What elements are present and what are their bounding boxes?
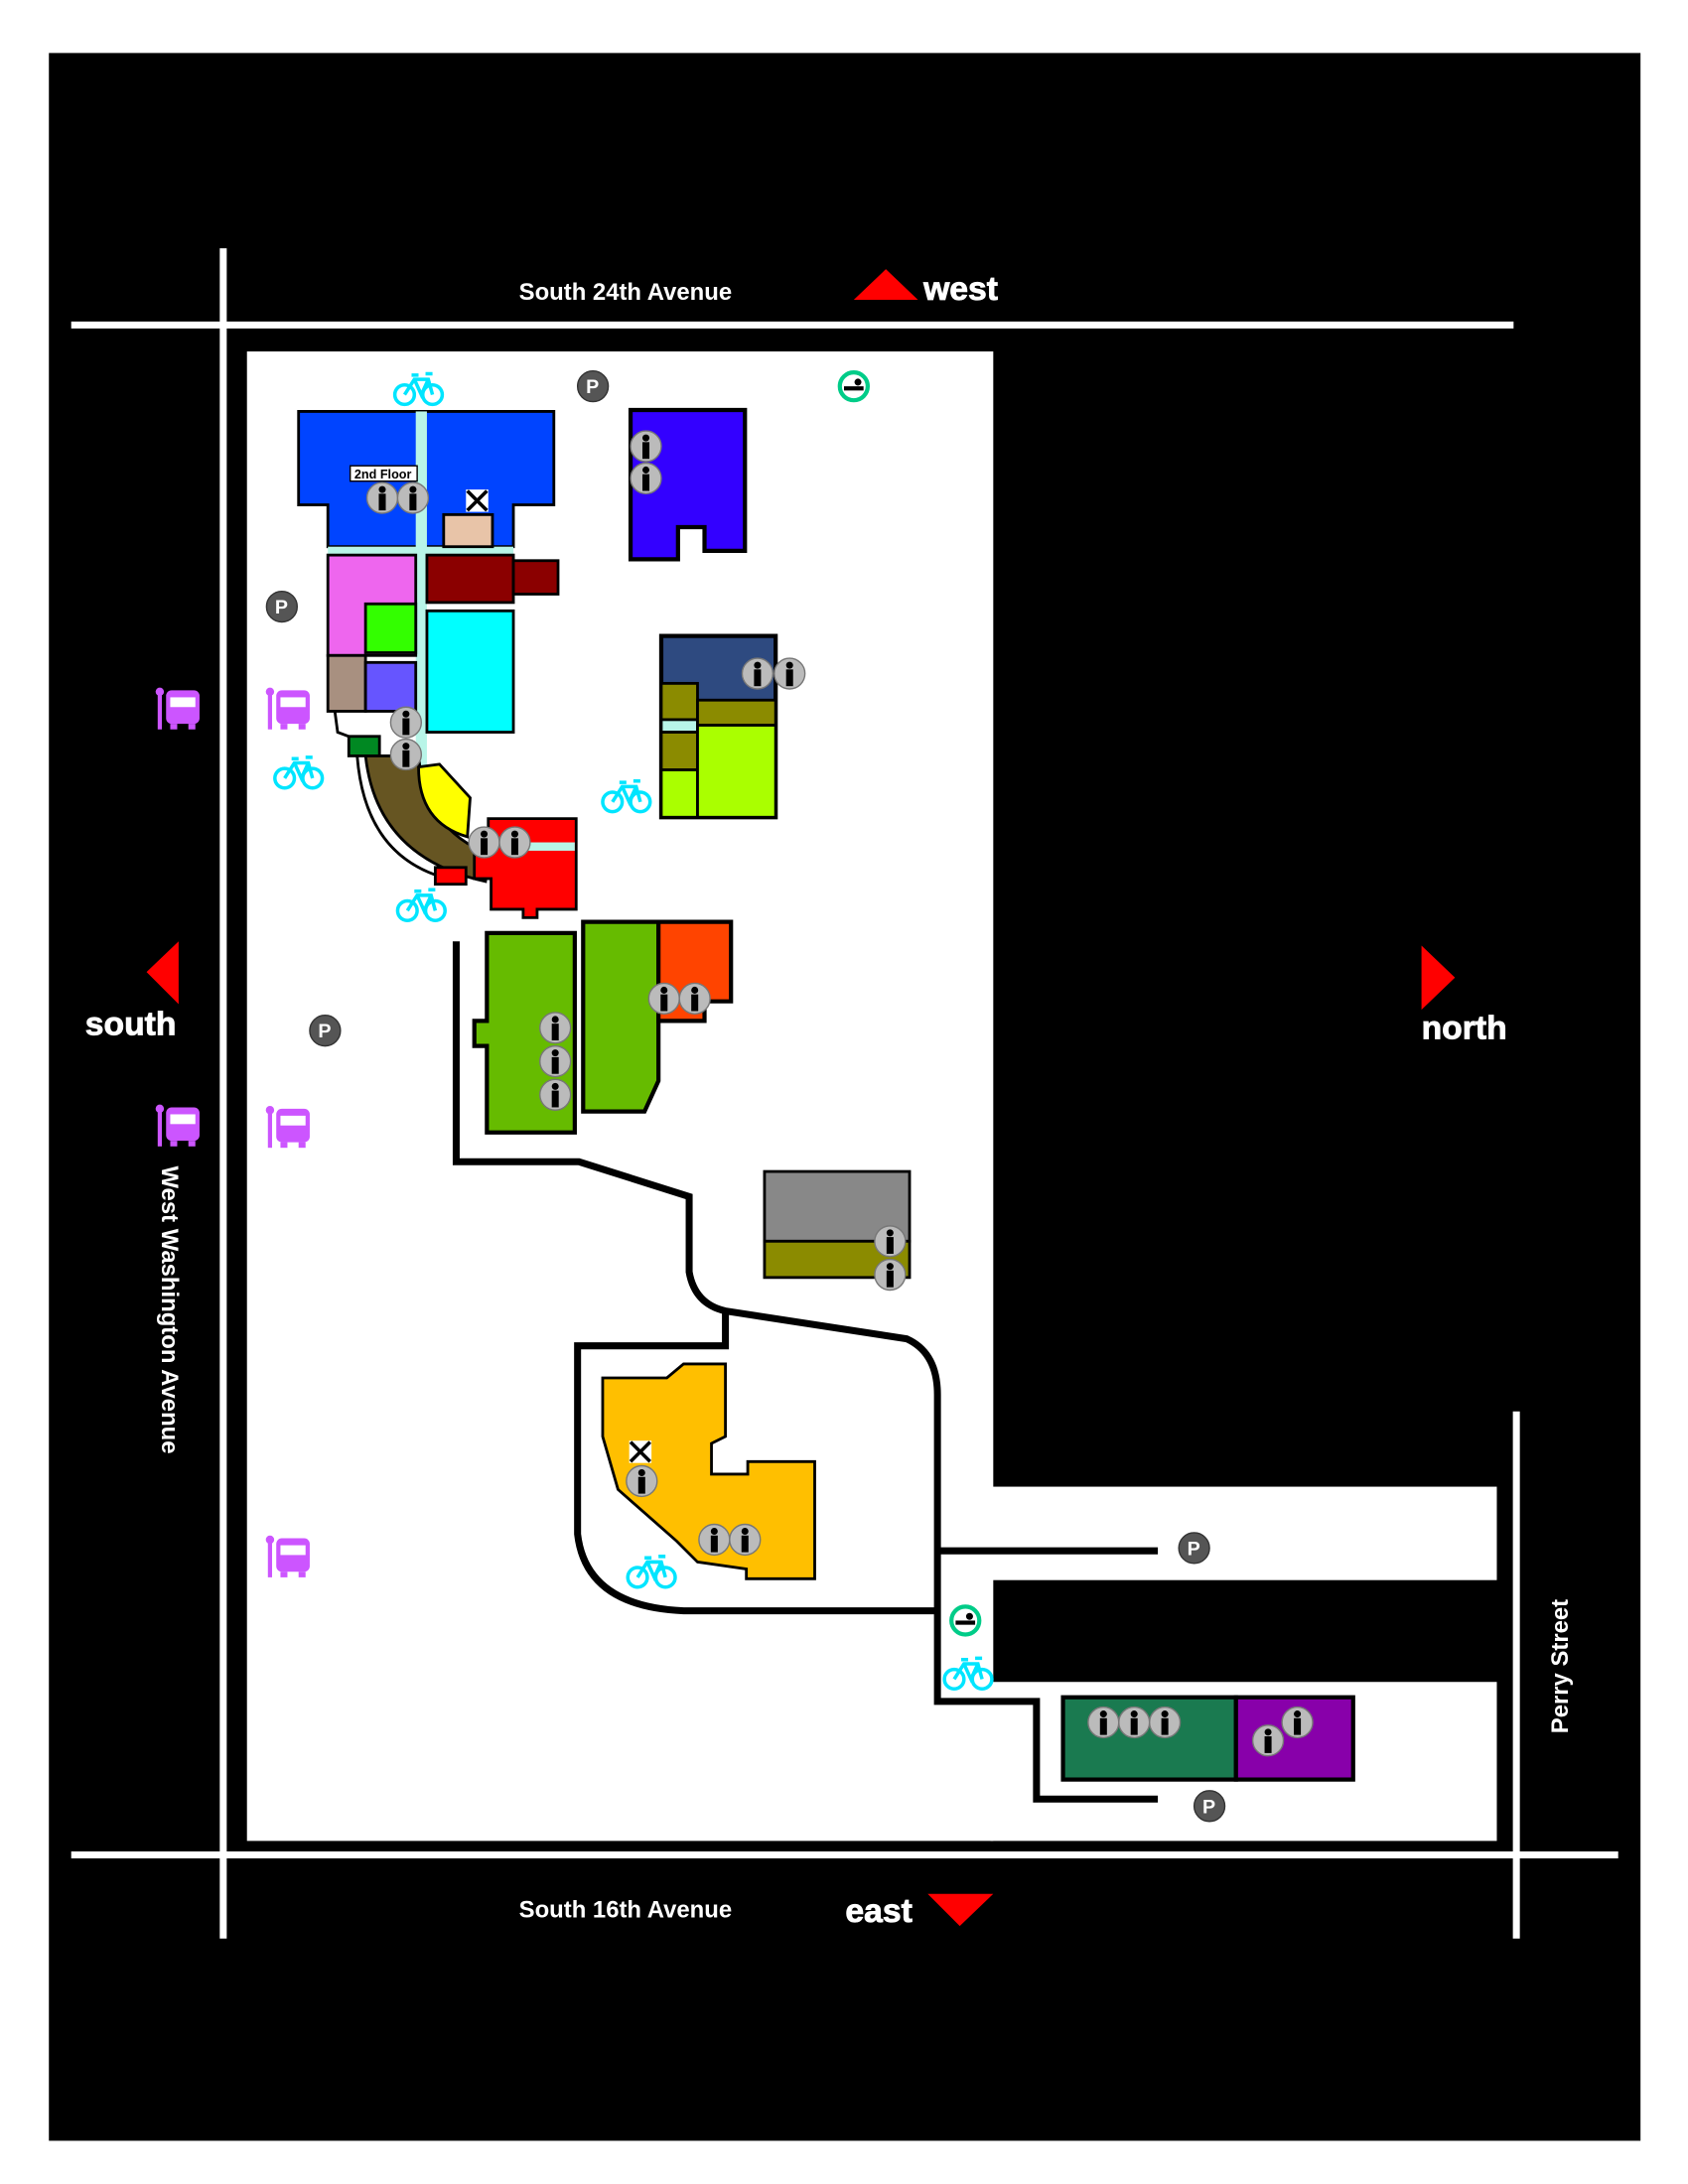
svg-text:P: P [1188, 1538, 1200, 1560]
parking-icon[interactable]: P [1193, 1790, 1226, 1823]
room-yellow [417, 762, 472, 839]
restroom-icon[interactable] [774, 657, 806, 690]
walkways [452, 941, 1159, 1803]
no-smoking-icon[interactable] [837, 369, 870, 403]
bus-stop-icon[interactable] [155, 687, 200, 730]
streets [70, 248, 1618, 1939]
parking-icon[interactable]: P [265, 590, 298, 623]
bike-rack-icon[interactable] [601, 778, 652, 814]
compass-south: south [85, 1005, 177, 1042]
second-floor-label: 2nd Floor [354, 468, 412, 481]
parking-icon[interactable]: P [309, 1015, 342, 1047]
bike-rack-icon[interactable] [395, 887, 447, 922]
bus-stop-icon[interactable] [265, 1535, 310, 1577]
svg-text:P: P [318, 1021, 331, 1042]
restroom-icon[interactable] [630, 430, 662, 463]
street-label-16th: South 16th Avenue [519, 1897, 732, 1924]
room-cyan [425, 609, 515, 734]
compass-north: north [1422, 1010, 1507, 1047]
bus-stop-icon[interactable] [155, 1104, 200, 1147]
restroom-icon[interactable] [874, 1225, 907, 1258]
street-label-washington: West Washington Avenue [156, 1165, 183, 1453]
restroom-icon[interactable] [539, 1078, 572, 1111]
bus-stop-icon[interactable] [265, 687, 310, 730]
svg-text:P: P [275, 597, 288, 618]
restroom-icon[interactable] [630, 462, 662, 495]
west-arrow-icon [853, 269, 918, 301]
room-darkgreen [347, 735, 381, 757]
restroom-icon[interactable] [396, 481, 430, 514]
parking-icon[interactable]: P [1178, 1532, 1210, 1565]
room-brown [326, 653, 367, 713]
elevator-icon[interactable] [466, 489, 489, 512]
second-floor-tag [349, 465, 418, 482]
compass-west: west [922, 270, 998, 308]
restroom-icon[interactable] [539, 1044, 572, 1078]
room-green [363, 602, 418, 654]
bike-rack-icon[interactable] [942, 1656, 994, 1692]
bike-rack-icon[interactable] [392, 371, 445, 407]
room-darkred-annex [511, 559, 560, 596]
parking-icon[interactable]: P [576, 369, 610, 403]
restroom-icon[interactable] [1251, 1724, 1285, 1757]
bike-rack-icon[interactable] [626, 1555, 677, 1589]
svg-text:P: P [1202, 1796, 1215, 1818]
no-smoking-icon[interactable] [949, 1604, 982, 1637]
restroom-icon[interactable] [389, 738, 423, 771]
restroom-icon[interactable] [539, 1012, 572, 1044]
bus-stop-icon[interactable] [265, 1106, 310, 1149]
south-arrow-icon [146, 941, 179, 1005]
restroom-icon[interactable] [874, 1258, 907, 1292]
east-arrow-icon [927, 1893, 994, 1927]
street-label-perry: Perry Street [1547, 1599, 1574, 1733]
street-label-24th: South 24th Avenue [519, 279, 732, 306]
restroom-icon[interactable] [1148, 1706, 1182, 1739]
restroom-icon[interactable] [1281, 1706, 1314, 1739]
restroom-icon[interactable] [468, 826, 500, 859]
room-periwinkle [363, 660, 418, 713]
restroom-icon[interactable] [389, 706, 423, 739]
restroom-icon[interactable] [729, 1523, 762, 1557]
restroom-icon[interactable] [1118, 1706, 1151, 1739]
room-darkred [425, 553, 515, 605]
compass-east: east [845, 1892, 912, 1930]
main-building[interactable] [297, 410, 578, 919]
restroom-icon[interactable] [741, 657, 774, 690]
north-arrow-icon [1421, 945, 1456, 1011]
restroom-icon[interactable] [365, 481, 399, 514]
restroom-icon[interactable] [626, 1464, 658, 1498]
bike-rack-icon[interactable] [273, 755, 325, 790]
room-tan [442, 512, 494, 549]
restroom-icon[interactable] [678, 982, 711, 1016]
restroom-icon[interactable] [1087, 1706, 1120, 1739]
restroom-icon[interactable] [647, 982, 680, 1016]
elevator-icon[interactable] [629, 1440, 652, 1463]
svg-text:P: P [586, 376, 599, 398]
restroom-icon[interactable] [698, 1523, 731, 1557]
restroom-icon[interactable] [498, 826, 531, 859]
building-gold[interactable] [601, 1362, 816, 1580]
